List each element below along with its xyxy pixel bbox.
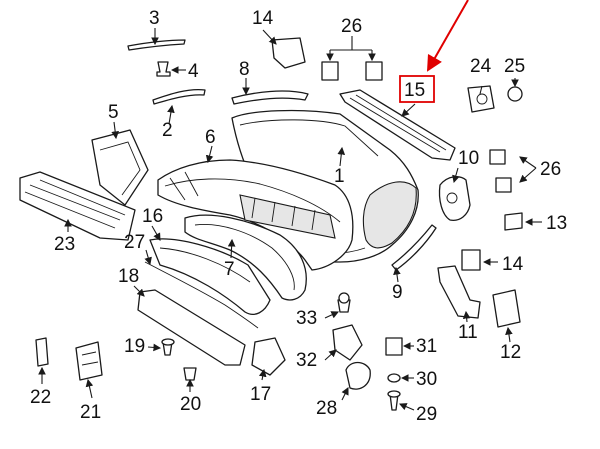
callout-12: 12 — [500, 342, 521, 363]
callout-11: 11 — [458, 322, 478, 343]
callout-32: 32 — [296, 350, 317, 371]
callout-labels: 3 4 2 5 6 8 14 26 1 15 24 25 10 26 13 14… — [30, 8, 567, 425]
callout-5: 5 — [108, 102, 119, 123]
callout-24: 24 — [470, 56, 492, 77]
callout-13: 13 — [546, 213, 567, 234]
callout-28: 28 — [316, 398, 337, 419]
bracket-32 — [332, 324, 363, 361]
callout-10: 10 — [458, 148, 479, 169]
lower-bar-18 — [137, 289, 246, 366]
load-protector — [339, 89, 456, 161]
callout-1: 1 — [334, 166, 345, 187]
lower-valance — [157, 159, 354, 271]
callout-14a: 14 — [252, 8, 274, 29]
callout-2: 2 — [162, 120, 173, 141]
sensor-28 — [345, 361, 371, 390]
callout-3: 3 — [149, 8, 160, 29]
bolt-33 — [337, 292, 351, 313]
callout-7: 7 — [224, 259, 235, 280]
trim-strip-2 — [152, 88, 206, 105]
callout-33: 33 — [296, 308, 317, 329]
callout-20: 20 — [180, 394, 201, 415]
bracket-17 — [251, 337, 286, 376]
callout-29: 29 — [416, 404, 437, 425]
leader-lines — [38, 28, 542, 411]
callout-15: 15 — [404, 80, 425, 101]
callout-14b: 14 — [502, 254, 524, 275]
callout-19: 19 — [124, 336, 145, 357]
callout-6: 6 — [205, 127, 216, 148]
sensor-24 — [467, 85, 495, 113]
callout-27: 27 — [124, 232, 145, 253]
callout-23: 23 — [54, 234, 75, 255]
callout-21: 21 — [80, 402, 101, 423]
callout-17: 17 — [250, 384, 271, 405]
bracket-11 — [437, 265, 481, 319]
brackets-26-right — [489, 149, 512, 193]
clip-13 — [504, 212, 523, 231]
callout-8: 8 — [239, 59, 250, 80]
washer-30 — [387, 373, 401, 383]
side-molding — [391, 224, 437, 271]
callout-26a: 26 — [341, 16, 362, 37]
callout-22: 22 — [30, 387, 51, 408]
screw-29 — [387, 390, 401, 411]
bracket-5 — [91, 129, 149, 206]
bracket-21 — [75, 341, 103, 381]
absorber — [19, 171, 136, 241]
callout-31: 31 — [416, 336, 437, 357]
clip-4 — [156, 61, 171, 77]
callout-26b: 26 — [540, 159, 561, 180]
bracket-26-top — [321, 61, 383, 81]
trim-strip-3 — [127, 39, 186, 51]
clip-19 — [161, 338, 175, 356]
clip-14-right — [461, 249, 481, 271]
trim-strip-8 — [231, 90, 309, 105]
highlight-arrow — [427, 0, 469, 72]
plate-12 — [492, 289, 521, 328]
callout-4: 4 — [188, 61, 199, 82]
callout-25: 25 — [504, 56, 525, 77]
wiring-harness — [144, 261, 259, 329]
clip-20 — [183, 367, 197, 381]
clip-31 — [385, 337, 403, 356]
pad-22 — [35, 337, 49, 367]
highlight-15 — [399, 0, 469, 103]
callout-30: 30 — [416, 369, 437, 390]
callout-9: 9 — [392, 282, 403, 303]
side-bracket — [438, 176, 471, 221]
lower-frame — [184, 214, 307, 301]
highlight-box — [399, 75, 435, 103]
callout-16: 16 — [142, 206, 163, 227]
bracket-14-top — [271, 37, 306, 69]
callout-18: 18 — [118, 266, 139, 287]
cap-25 — [507, 86, 523, 102]
impact-bar — [149, 238, 271, 315]
